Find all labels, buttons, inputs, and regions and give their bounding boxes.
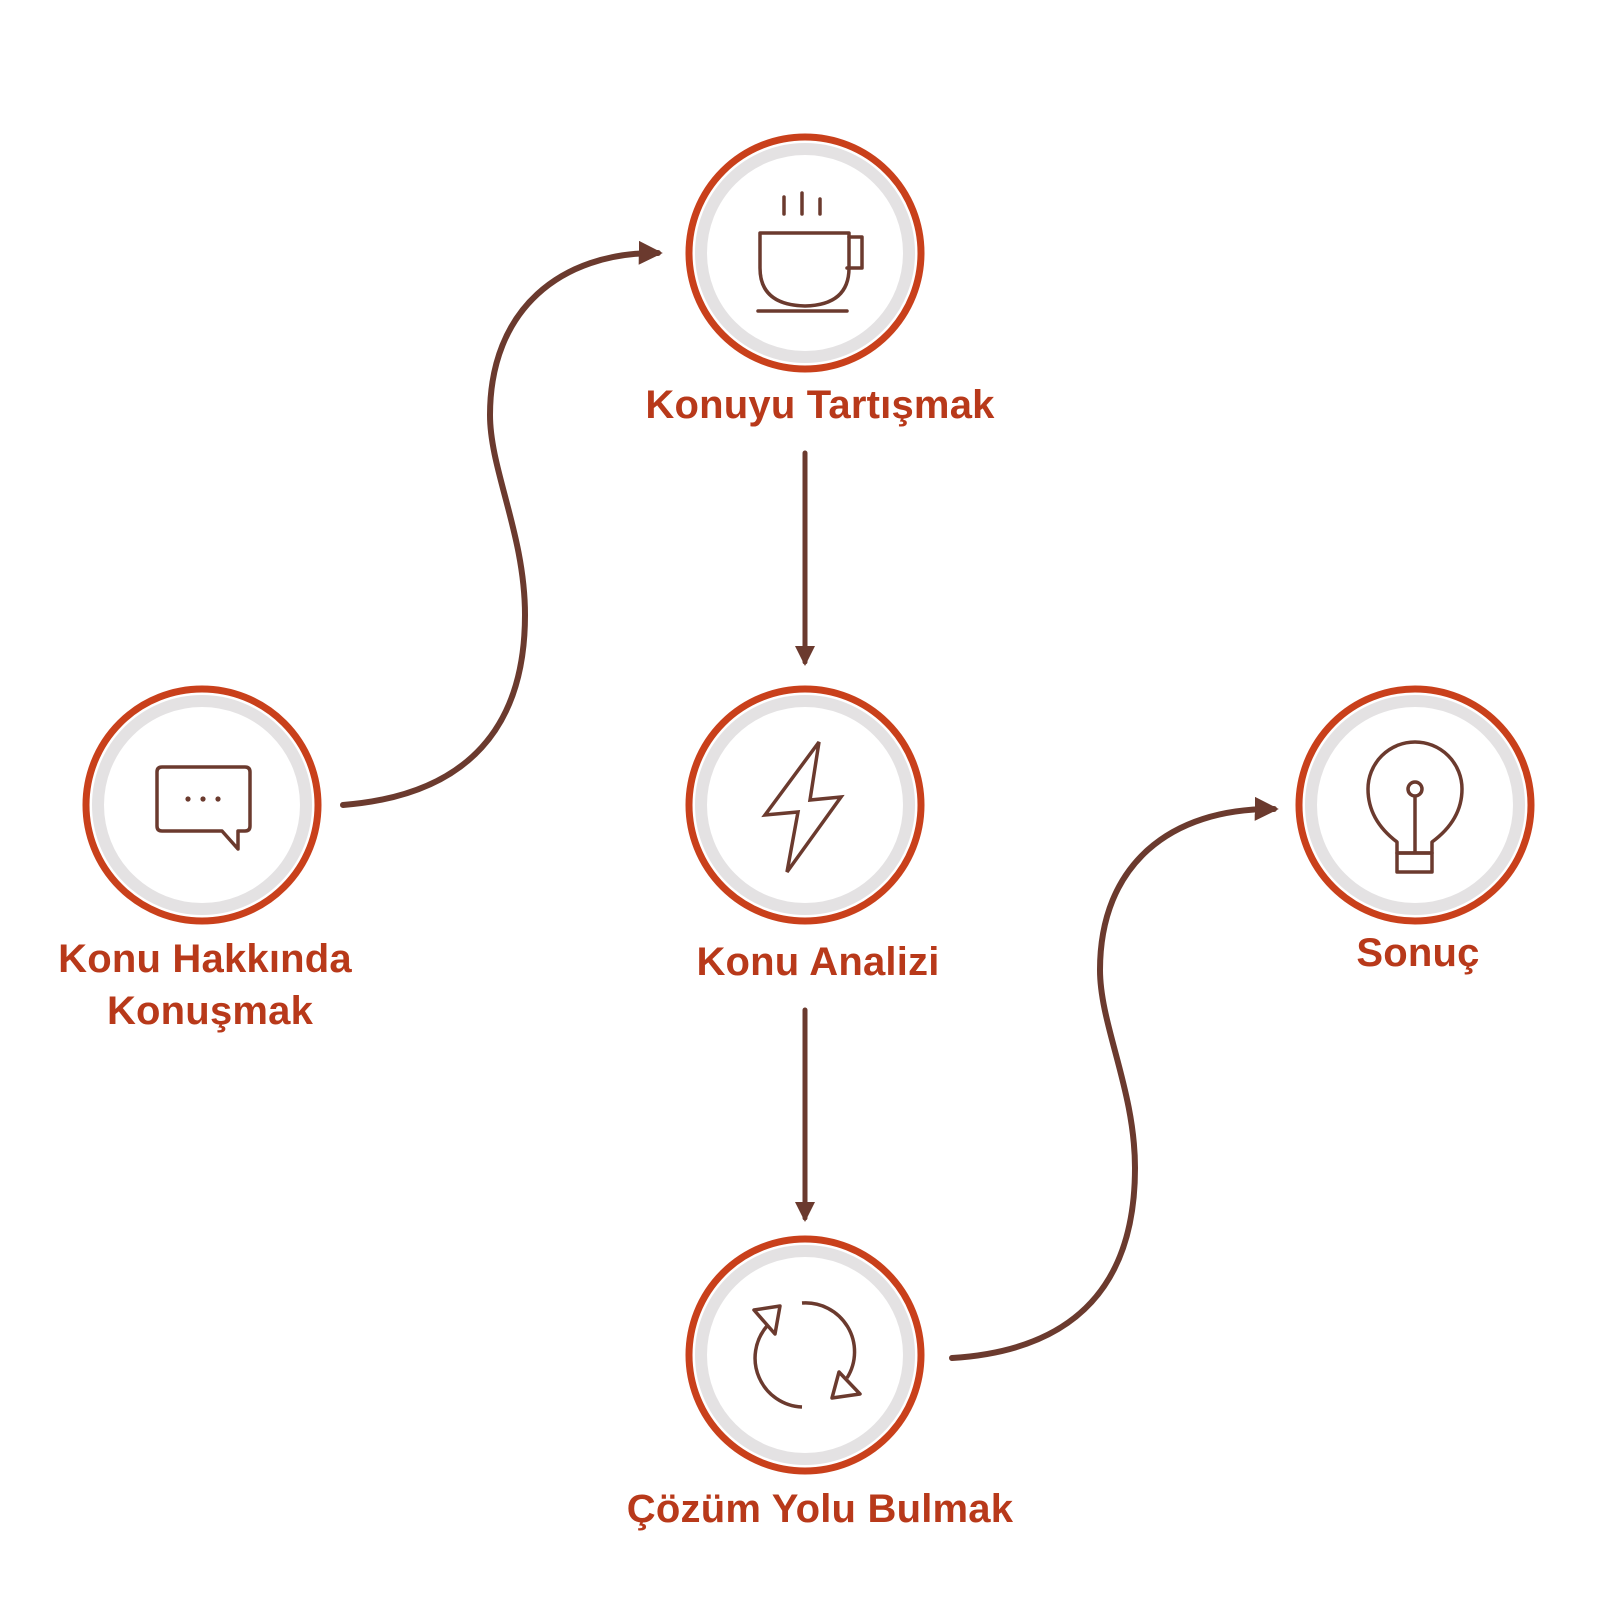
node-talk-label-line-1: Konu Hakkında (58, 937, 352, 981)
connector-talk-to-discuss (340, 240, 663, 808)
speech-bubble-icon (155, 765, 252, 851)
node-result-label: Sonuç (1356, 931, 1479, 975)
node-talk-label-line-2: Konuşmak (107, 989, 314, 1033)
connectors (340, 240, 1279, 1361)
node-analysis-label: Konu Analizi (696, 940, 939, 984)
node-talk: Konu Hakkında Konuşmak (58, 685, 352, 1033)
lightning-bolt-icon (761, 740, 845, 874)
light-bulb-icon (1366, 740, 1464, 874)
node-solution: Çözüm Yolu Bulmak (627, 1235, 1014, 1531)
node-solution-label: Çözüm Yolu Bulmak (627, 1487, 1014, 1531)
node-discuss-label: Konuyu Tartışmak (645, 383, 995, 427)
coffee-cup-icon (756, 191, 864, 313)
node-discuss: Konuyu Tartışmak (645, 133, 995, 427)
refresh-arrows-icon (752, 1301, 862, 1409)
node-analysis: Konu Analizi (685, 685, 939, 984)
connector-solution-to-result (949, 796, 1279, 1361)
node-result: Sonuç (1295, 685, 1535, 975)
